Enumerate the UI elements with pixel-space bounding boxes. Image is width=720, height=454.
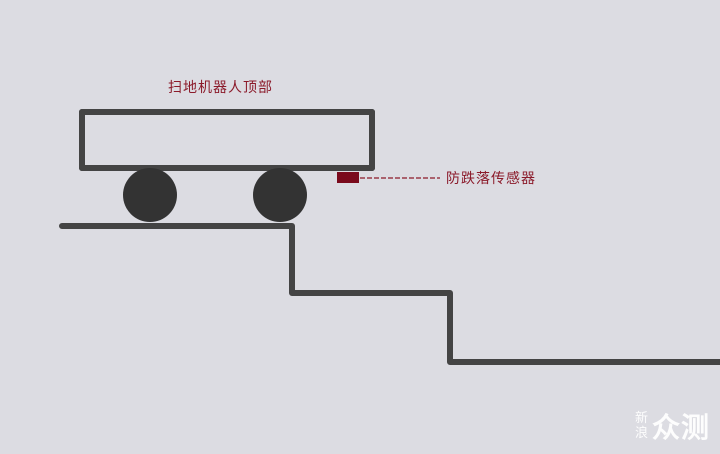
right-wheel bbox=[253, 168, 307, 222]
watermark-line2: 浪 bbox=[634, 426, 648, 441]
stair-floor bbox=[59, 223, 720, 365]
watermark-logo: 新 浪 众测 bbox=[635, 406, 710, 446]
robot-body bbox=[79, 109, 375, 171]
robot-top-label: 扫地机器人顶部 bbox=[168, 80, 273, 96]
left-wheel bbox=[123, 168, 177, 222]
cliff-sensor-label: 防跌落传感器 bbox=[446, 171, 536, 187]
watermark-line1: 新 bbox=[634, 411, 648, 426]
cliff-sensor bbox=[337, 172, 359, 183]
watermark-brand: 众测 bbox=[651, 411, 710, 444]
